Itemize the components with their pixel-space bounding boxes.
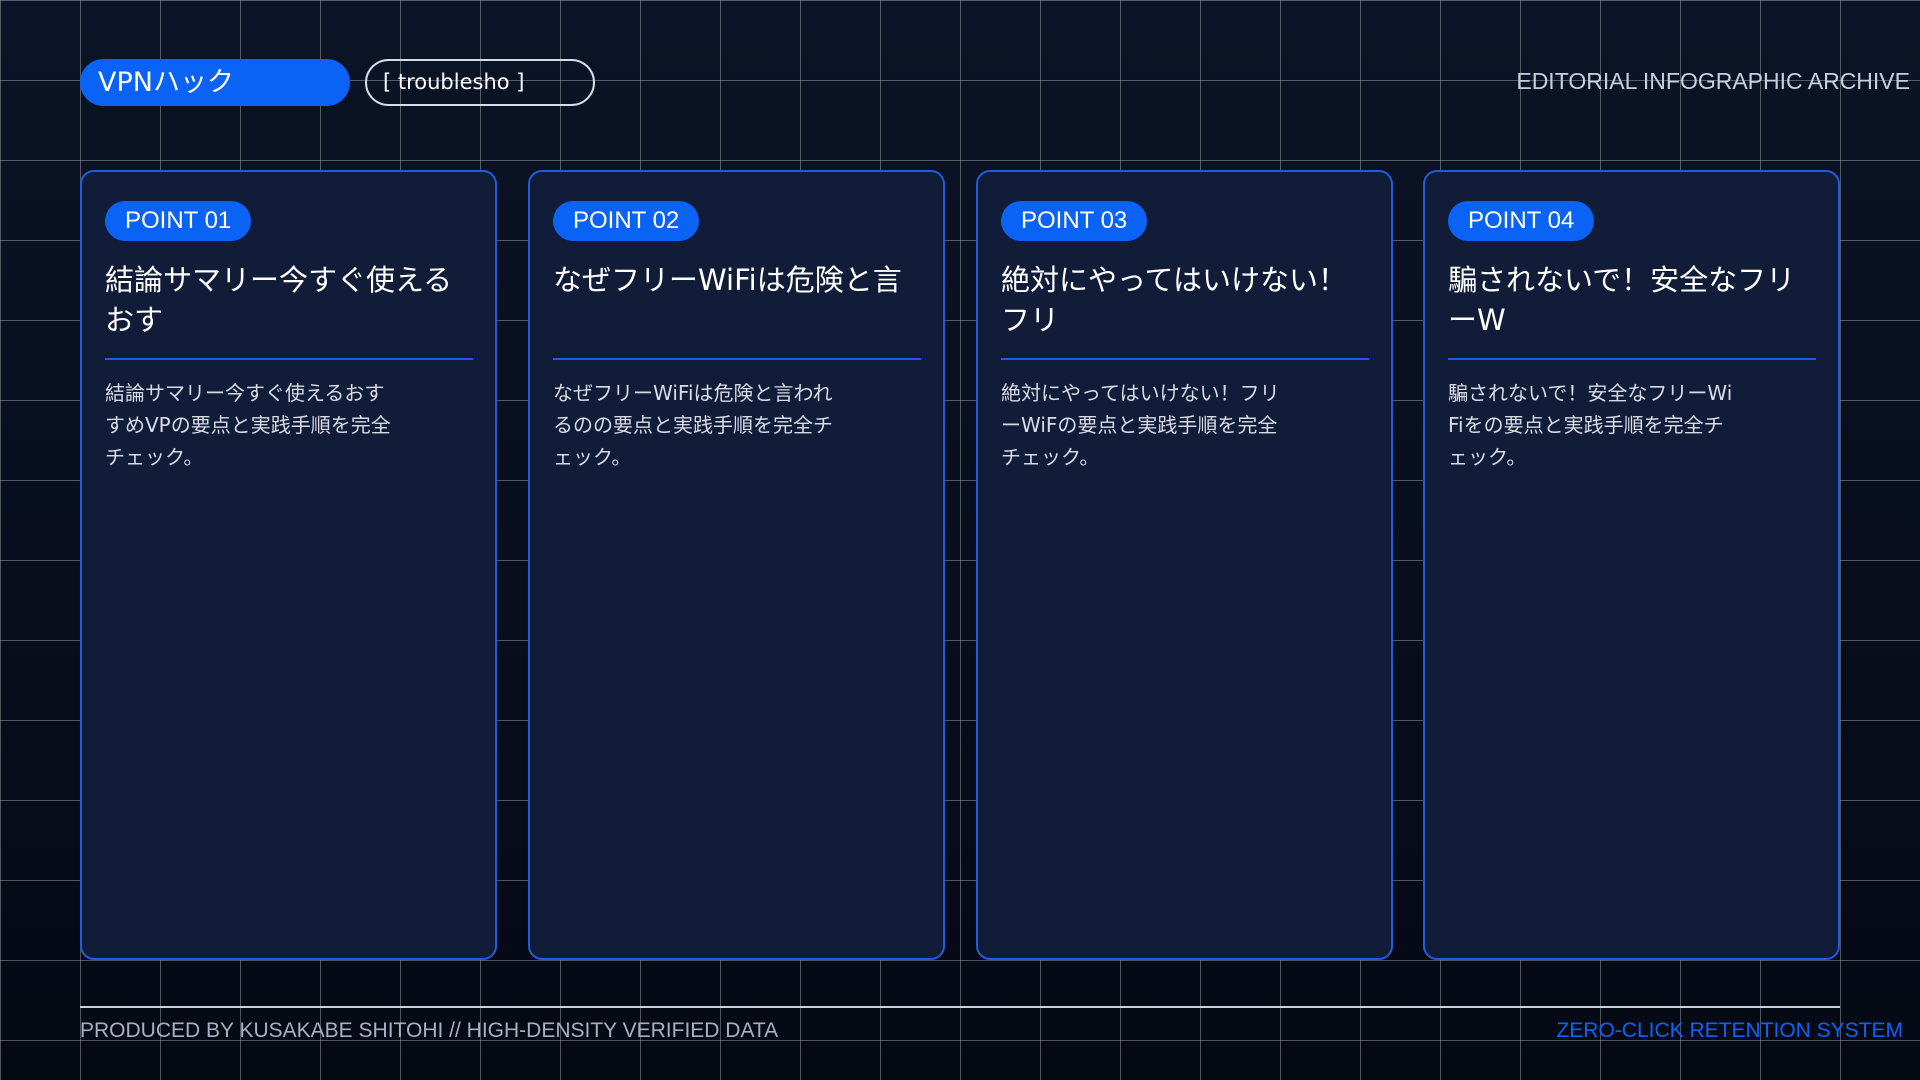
card-divider [105, 358, 473, 360]
point-description: 絶対にやってはいけない！フリーWiFの要点と実践手順を完全チェック。 [1001, 381, 1280, 469]
point-badge: POINT 02 [553, 201, 700, 241]
subcategory-tag: [ troublesho ] [365, 59, 595, 106]
point-cards: POINT 01 結論サマリー今すぐ使えるおす 結論サマリー今すぐ使えるおすすめ… [80, 170, 1840, 960]
point-title: なぜフリーWiFiは危険と言 [553, 263, 902, 297]
card-divider [1448, 358, 1816, 360]
point-card-4: POINT 04 騙されないで！安全なフリーW 騙されないで！安全なフリーWiF… [1423, 170, 1840, 960]
archive-label: EDITORIAL INFOGRAPHIC ARCHIVE [1516, 68, 1910, 94]
footer-system-label: ZERO-CLICK RETENTION SYSTEM [1556, 1019, 1903, 1042]
point-card-3: POINT 03 絶対にやってはいけない！フリ 絶対にやってはいけない！フリーW… [976, 170, 1393, 960]
point-card-1: POINT 01 結論サマリー今すぐ使えるおす 結論サマリー今すぐ使えるおすすめ… [80, 170, 497, 960]
card-divider [553, 358, 921, 360]
point-description: 結論サマリー今すぐ使えるおすすめVPの要点と実践手順を完全チェック。 [105, 381, 391, 469]
point-description: なぜフリーWiFiは危険と言われるのの要点と実践手順を完全チェック。 [553, 381, 833, 469]
point-badge: POINT 04 [1448, 201, 1595, 241]
point-title: 絶対にやってはいけない！フリ [1001, 263, 1347, 337]
card-divider [1001, 358, 1369, 360]
point-title: 結論サマリー今すぐ使えるおす [105, 263, 453, 337]
footer-divider [80, 1006, 1840, 1008]
point-card-2: POINT 02 なぜフリーWiFiは危険と言 なぜフリーWiFiは危険と言われ… [528, 170, 945, 960]
point-badge: POINT 03 [1001, 201, 1148, 241]
category-tag: VPNハック [80, 59, 350, 106]
point-title: 騙されないで！安全なフリーW [1448, 263, 1796, 337]
footer-credit: PRODUCED BY KUSAKABE SHITOHI // HIGH-DEN… [80, 1019, 779, 1042]
point-description: 騙されないで！安全なフリーWiFiをの要点と実践手順を完全チェック。 [1448, 381, 1733, 469]
point-badge: POINT 01 [105, 201, 252, 241]
